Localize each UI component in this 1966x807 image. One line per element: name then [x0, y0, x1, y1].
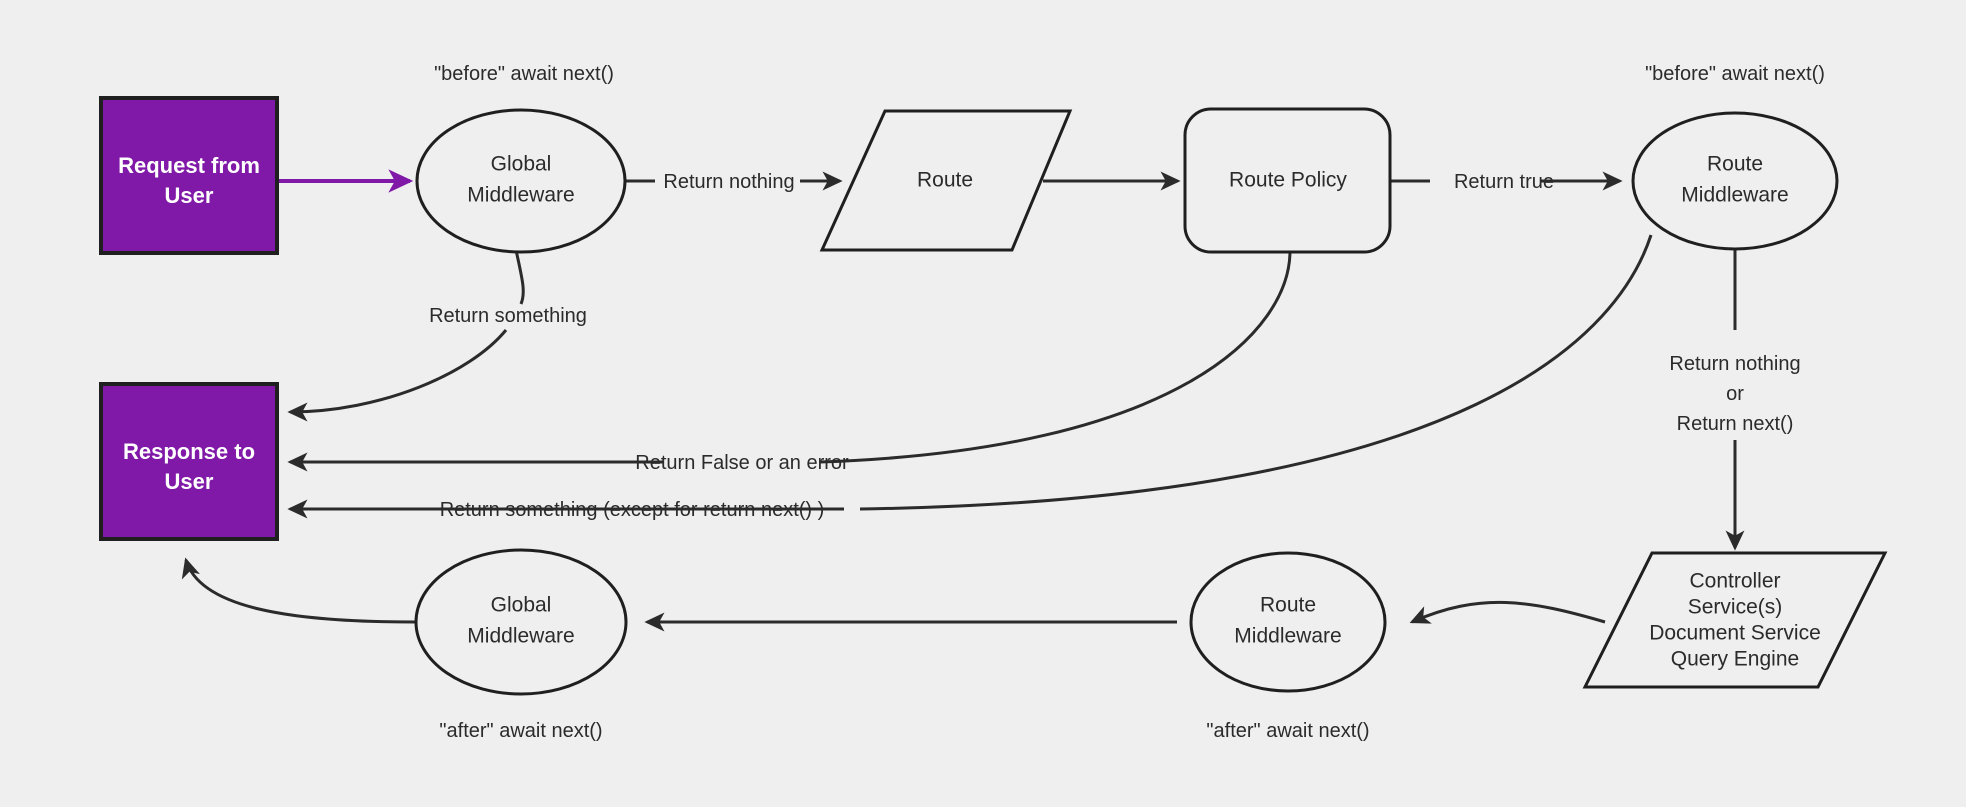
response-label-line1: Response to: [123, 439, 255, 464]
route-middleware-after-ellipse[interactable]: [1189, 551, 1387, 693]
route-middleware-before-ellipse[interactable]: [1631, 111, 1839, 251]
node-route-middleware-before[interactable]: Route Middleware: [1631, 111, 1839, 251]
edge-label-return-false: Return False or an error: [635, 452, 849, 474]
edge-label-return-nothing: Return nothing: [663, 171, 794, 193]
global-middleware-before-ellipse[interactable]: [415, 108, 627, 254]
node-route-middleware-after[interactable]: Route Middleware: [1189, 551, 1387, 693]
route-policy-box[interactable]: [1183, 107, 1392, 254]
global-middleware-before-label-line2: Middleware: [467, 184, 574, 207]
node-route-policy[interactable]: Route Policy: [1183, 107, 1392, 254]
route-label: Route: [917, 169, 973, 192]
request-label-line1: Request from: [118, 153, 260, 178]
request-label-line2: User: [165, 183, 214, 208]
response-box[interactable]: [99, 382, 279, 541]
edge-route-policy-to-response: Return False or an error: [287, 250, 1292, 474]
edge-global-middleware-to-route: Return nothing: [625, 171, 843, 193]
edge-label-return-true: Return true: [1454, 171, 1554, 193]
edge-label-return-next: Return next(): [1677, 413, 1794, 435]
node-response-to-user[interactable]: Response to User: [99, 382, 279, 541]
global-middleware-after-label-line2: Middleware: [467, 625, 574, 648]
edge-controller-to-route-middleware-after: [1409, 600, 1606, 624]
annotation-after-route-middleware: "after" await next(): [1206, 720, 1369, 742]
route-middleware-before-label-line1: Route: [1707, 153, 1763, 176]
route-middleware-after-label-line2: Middleware: [1234, 625, 1341, 648]
global-middleware-after-label-line1: Global: [491, 594, 552, 617]
edge-label-return-nothing-2: Return nothing: [1669, 353, 1800, 375]
controller-line-3: Query Engine: [1671, 648, 1799, 671]
controller-parallelogram[interactable]: [1582, 551, 1888, 689]
annotation-after-global-middleware: "after" await next(): [439, 720, 602, 742]
route-parallelogram[interactable]: [819, 109, 1073, 252]
node-global-middleware-after[interactable]: Global Middleware: [414, 548, 628, 696]
request-box[interactable]: [99, 96, 279, 255]
node-request-from-user[interactable]: Request from User: [99, 96, 279, 255]
node-route[interactable]: Route: [819, 109, 1073, 252]
node-global-middleware-before[interactable]: Global Middleware: [415, 108, 627, 254]
annotation-before-global-middleware: "before" await next(): [434, 63, 614, 85]
edge-route-policy-to-route-middleware: Return true: [1390, 171, 1623, 193]
node-controller[interactable]: Controller Service(s) Document Service Q…: [1582, 551, 1888, 689]
route-policy-label: Route Policy: [1229, 169, 1347, 192]
response-label-line2: User: [165, 469, 214, 494]
edge-label-return-something-except: Return something (except for return next…: [440, 499, 825, 521]
controller-line-1: Service(s): [1688, 596, 1783, 619]
global-middleware-after-ellipse[interactable]: [414, 548, 628, 696]
edge-route-middleware-to-response: Return something (except for return next…: [287, 234, 1653, 521]
edge-route-middleware-to-controller: Return nothing or Return next(): [1669, 247, 1801, 551]
route-middleware-after-label-line1: Route: [1260, 594, 1316, 617]
edge-label-or: or: [1726, 383, 1744, 405]
controller-line-2: Document Service: [1649, 622, 1821, 645]
global-middleware-before-label-line1: Global: [491, 153, 552, 176]
annotation-before-route-middleware: "before" await next(): [1645, 63, 1825, 85]
route-middleware-before-label-line2: Middleware: [1681, 184, 1788, 207]
controller-line-0: Controller: [1689, 570, 1780, 593]
edge-global-middleware-after-to-response: [181, 557, 416, 624]
edge-label-return-something: Return something: [429, 305, 587, 327]
edge-global-middleware-to-response: Return something: [287, 249, 587, 422]
